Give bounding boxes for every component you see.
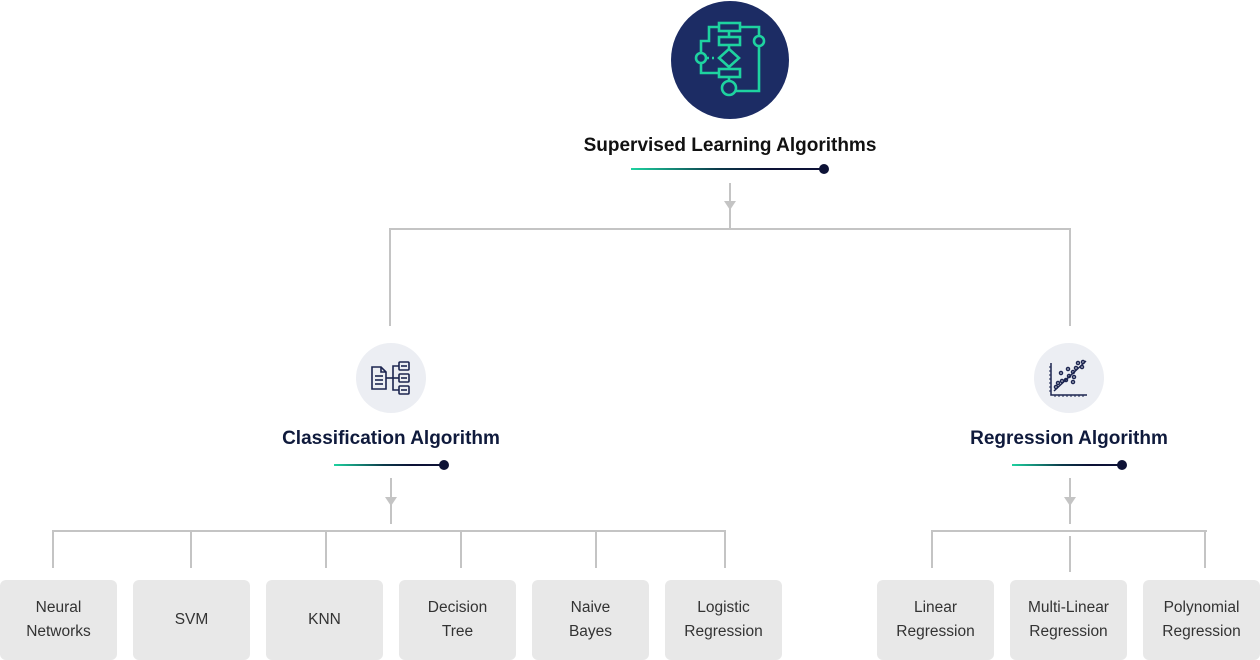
root-title: Supervised Learning Algorithms xyxy=(583,135,877,156)
leaf-label-line1: Logistic xyxy=(697,599,750,616)
root-connector-left xyxy=(389,228,391,326)
regression-connector-bar xyxy=(931,530,1207,532)
leaf-label-line2: Tree xyxy=(441,623,474,640)
leaf-label-line2: Regression xyxy=(684,623,763,640)
root-icon-circle xyxy=(671,1,789,119)
leaf-label-line1: Multi-Linear xyxy=(1028,599,1109,616)
leaf-label-line1: Polynomial xyxy=(1163,599,1240,616)
classification-underline xyxy=(334,464,444,466)
classification-connector-bar xyxy=(52,530,726,532)
classification-drop xyxy=(325,530,327,568)
leaf-label-line1: Neural xyxy=(35,599,82,616)
leaf-label-line2: Bayes xyxy=(568,623,613,640)
leaf-label-line1: SVM xyxy=(174,611,209,628)
document-hierarchy-icon xyxy=(371,361,410,395)
regression-underline-dot xyxy=(1117,460,1127,470)
classification-icon-circle xyxy=(356,343,426,413)
leaf-label-line2: Regression xyxy=(896,623,975,640)
leaf-label-line2: Networks xyxy=(26,623,91,640)
leaf-knn[interactable]: KNN xyxy=(266,580,383,660)
root-underline xyxy=(631,168,823,170)
regression-drop xyxy=(931,530,933,568)
regression-icon-circle xyxy=(1034,343,1104,413)
leaf-svm[interactable]: SVM xyxy=(133,580,250,660)
classification-drop xyxy=(595,530,597,568)
regression-drop xyxy=(1204,530,1206,568)
root-connector-right xyxy=(1069,228,1071,326)
classification-drop xyxy=(52,530,54,568)
scatter-plot-icon xyxy=(1049,359,1087,397)
leaf-label-line1: Naive xyxy=(570,599,611,616)
root-underline-dot xyxy=(819,164,829,174)
leaf-label-line1: Linear xyxy=(913,599,958,616)
root-arrow xyxy=(724,201,736,210)
classification-underline-dot xyxy=(439,460,449,470)
leaf-label-line2: Regression xyxy=(1029,623,1108,640)
classification-drop xyxy=(190,530,192,568)
leaf-label-line2: Regression xyxy=(1162,623,1241,640)
classification-title: Classification Algorithm xyxy=(282,428,500,449)
regression-drop xyxy=(1069,536,1071,572)
leaf-label-line1: Decision xyxy=(427,599,488,616)
regression-title: Regression Algorithm xyxy=(970,428,1168,449)
classification-drop xyxy=(724,530,726,568)
classification-arrow xyxy=(385,497,397,506)
regression-underline xyxy=(1012,464,1122,466)
leaf-label-line1: KNN xyxy=(308,611,341,628)
classification-drop xyxy=(460,530,462,568)
flowchart-icon xyxy=(694,21,766,97)
regression-arrow xyxy=(1064,497,1076,506)
root-connector-bar xyxy=(389,228,1071,230)
